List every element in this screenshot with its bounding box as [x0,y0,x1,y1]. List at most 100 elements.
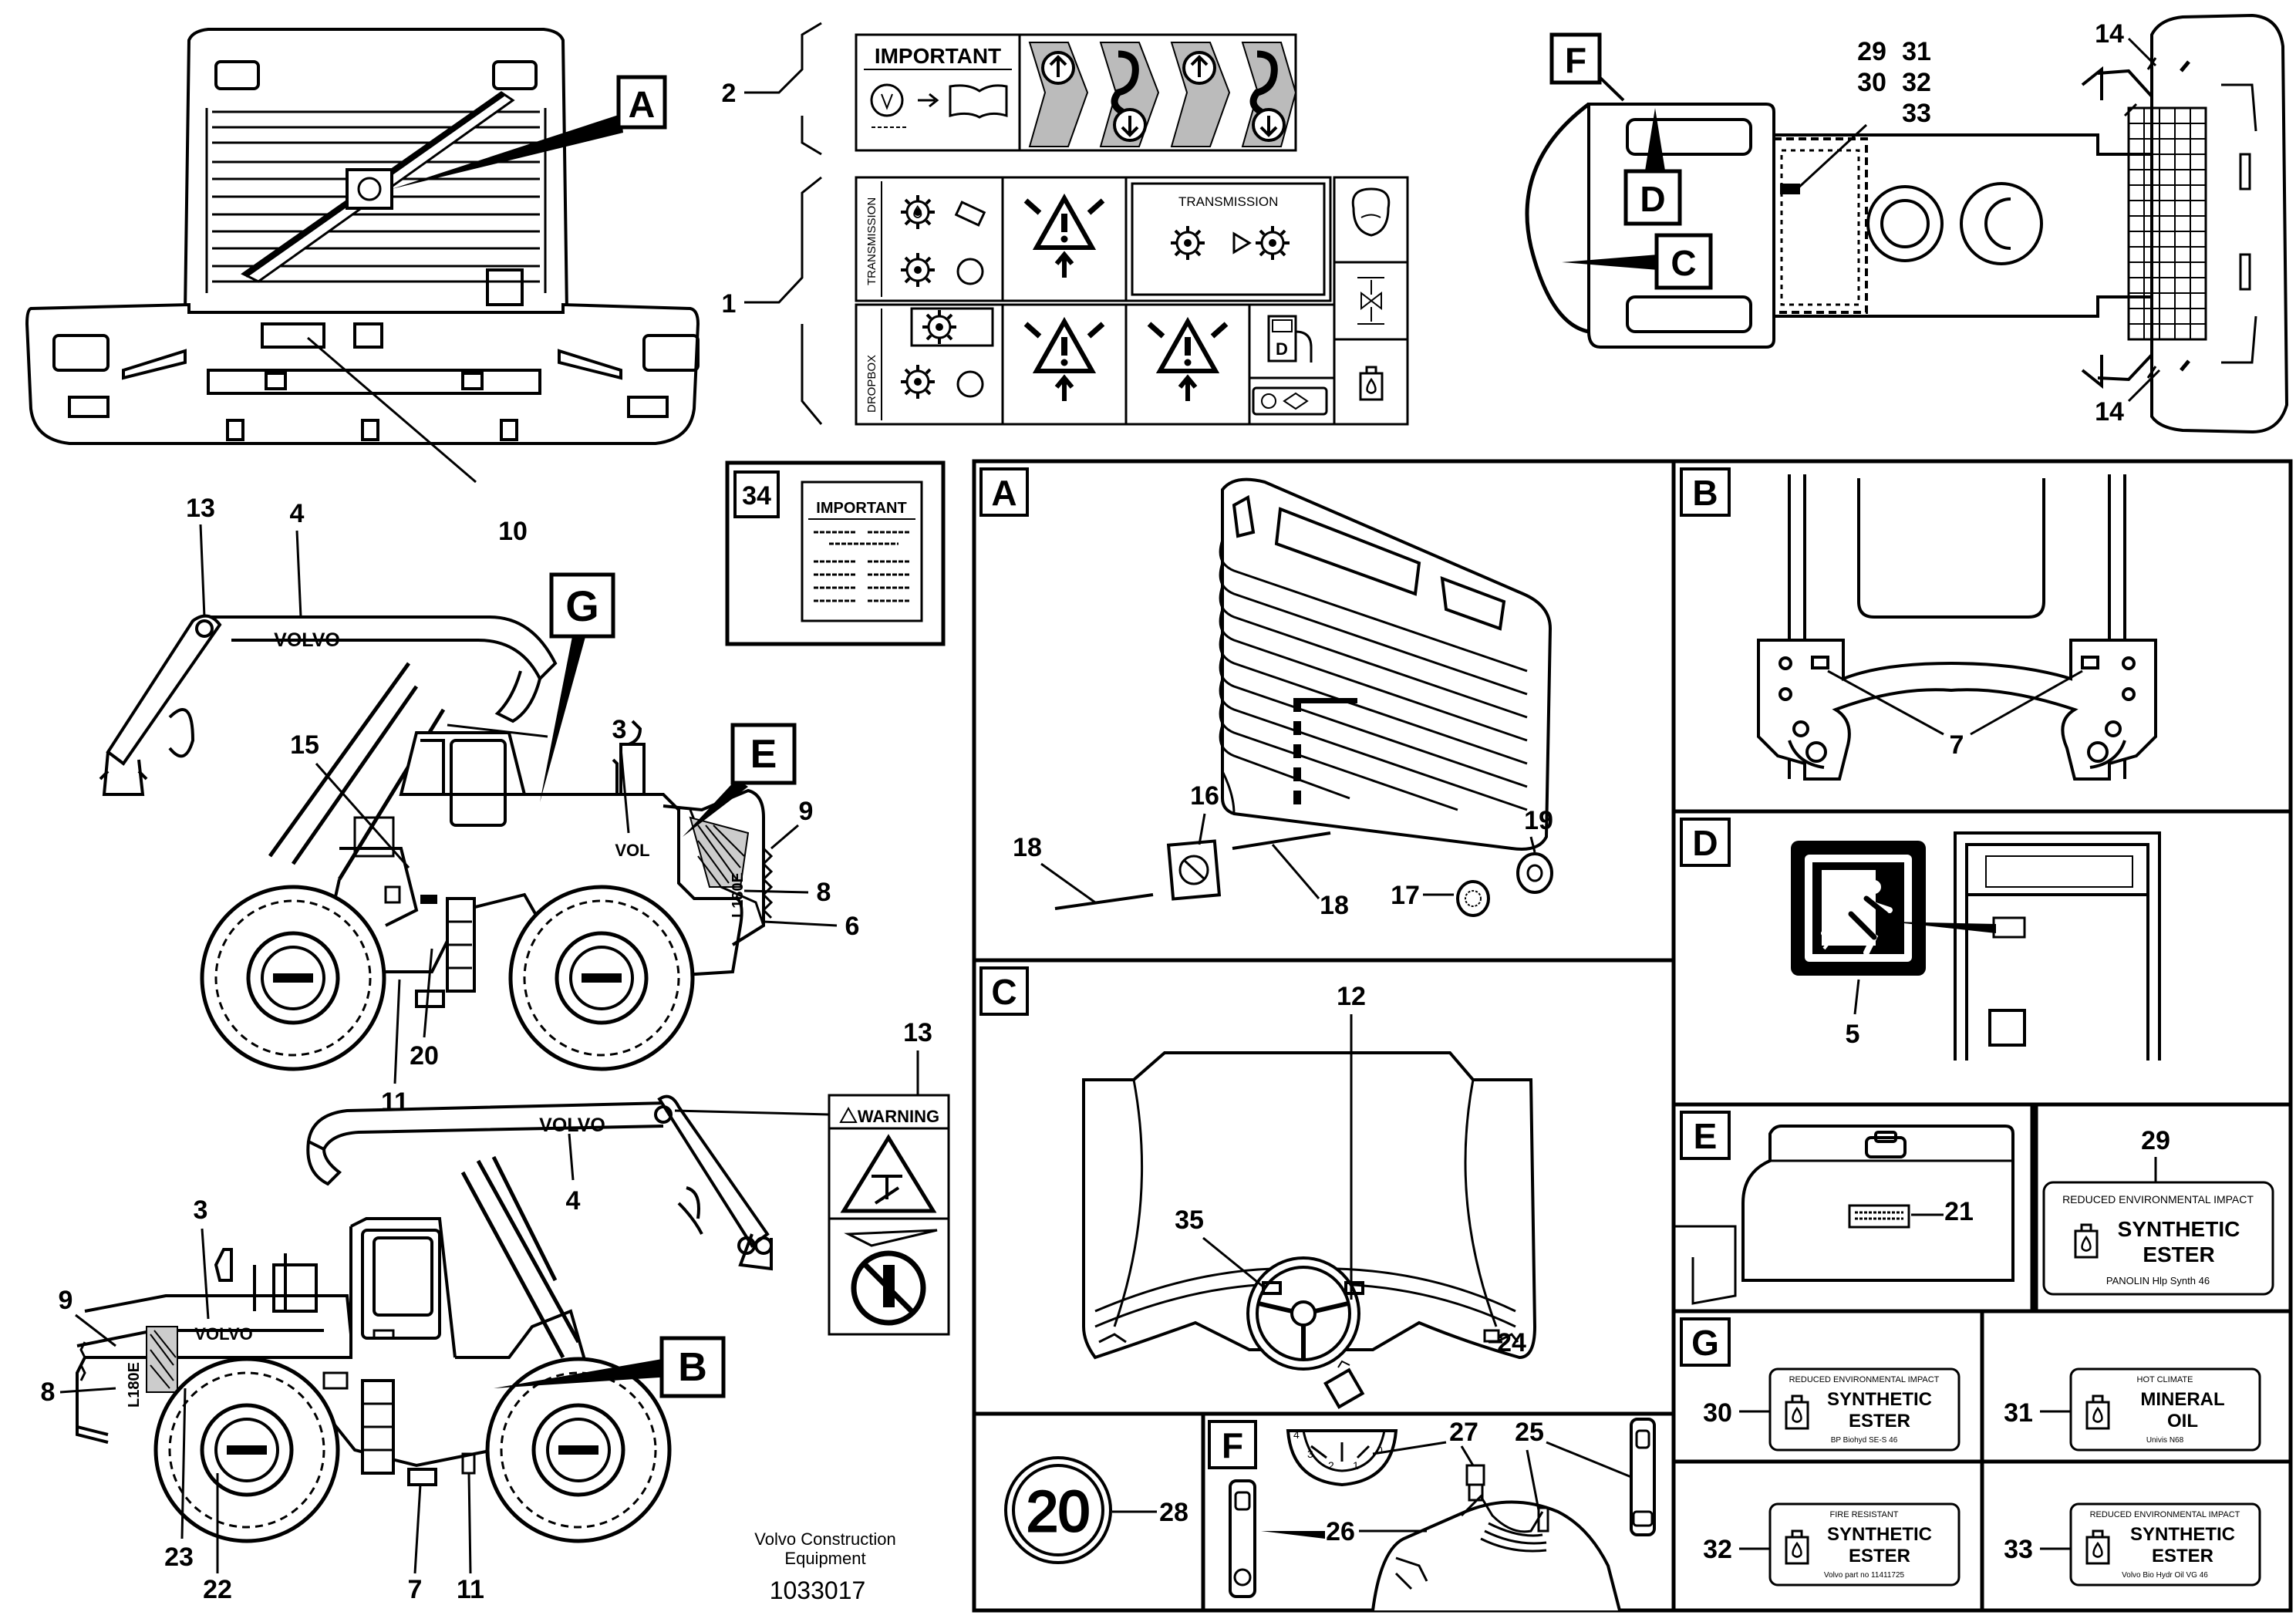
volvo-hood-text-upper: VOL [615,841,649,860]
rear-wheel-upper [511,887,693,1069]
svg-text:33: 33 [2004,1535,2033,1564]
svg-text:TRANSMISSION: TRANSMISSION [865,197,878,285]
svg-text:ESTER: ESTER [2152,1546,2213,1566]
svg-text:A: A [629,85,656,126]
warning-decal-13: WARNING [828,1094,950,1336]
svg-text:34: 34 [742,481,771,511]
svg-text:G: G [565,582,599,630]
svg-text:7: 7 [1950,730,1964,760]
callouts-lower-side: 13 4 3 9 8 23 22 7 11 [41,1018,932,1604]
svg-text:E: E [1694,1116,1718,1156]
svg-text:FIRE RESISTANT: FIRE RESISTANT [1829,1510,1898,1519]
decal-group-2: 2 IMPORTANT [722,22,1297,156]
svg-text:2: 2 [722,79,737,108]
decal-group-1: 1 TRANSMISSION DROPBOX TRANSMISSION [722,176,1409,426]
svg-text:30: 30 [1703,1398,1732,1428]
svg-text:REDUCED ENVIRONMENTAL IMPACT: REDUCED ENVIRONMENTAL IMPACT [2090,1510,2240,1519]
callout-14-bottom: 14 [2095,397,2124,427]
svg-text:16: 16 [1190,781,1219,811]
svg-text:30: 30 [1857,68,1886,97]
front-wheel-upper [202,887,384,1069]
svg-text:Volvo part no 11411725: Volvo part no 11411725 [1824,1571,1905,1580]
svg-text:REDUCED ENVIRONMENTAL IMPACT: REDUCED ENVIRONMENTAL IMPACT [1789,1375,1940,1384]
svg-text:6: 6 [845,912,860,941]
callout-E-side: E [683,723,797,837]
svg-text:0: 0 [1377,1444,1383,1456]
svg-text:15: 15 [290,730,319,760]
svg-text:33: 33 [1902,99,1931,128]
svg-text:SYNTHETIC: SYNTHETIC [1827,1524,1932,1545]
svg-text:25: 25 [1515,1418,1544,1447]
svg-text:1: 1 [1353,1459,1359,1472]
callout-D-top: D [1623,108,1682,226]
svg-text:11: 11 [457,1575,484,1604]
callouts-29-33-top: 29 31 30 32 33 [1795,37,1931,191]
svg-text:3: 3 [194,1195,208,1225]
svg-text:HOT CLIMATE: HOT CLIMATE [2137,1375,2193,1384]
svg-text:31: 31 [1902,37,1931,66]
svg-text:4: 4 [566,1186,581,1216]
svg-text:BP Biohyd SE-S 46: BP Biohyd SE-S 46 [1831,1436,1898,1445]
svg-text:3: 3 [612,715,627,744]
panel-E: E 21 [1674,1104,2038,1311]
transmission-text: TRANSMISSION [1178,194,1278,209]
document-number: 1033017 [770,1576,866,1604]
panel-C: C 12 35 24 [979,966,1537,1409]
svg-text:32: 32 [1703,1535,1732,1564]
svg-text:Volvo Bio Hydr Oil VG 46: Volvo Bio Hydr Oil VG 46 [2122,1571,2208,1580]
svg-text:22: 22 [203,1575,232,1604]
detail-panels-frame [972,459,2293,1613]
side-view-upper [99,614,774,1008]
panel-D: D 5 [1680,818,2161,1061]
svg-text:23: 23 [164,1543,194,1572]
callout-14-top: 14 [2095,19,2124,49]
speed-limit-text: 20 [1027,1479,1090,1543]
callouts-upper-side: 13 4 15 3 9 8 6 11 20 [186,494,859,1117]
svg-text:19: 19 [1524,806,1553,835]
svg-text:ESTER: ESTER [2143,1243,2214,1266]
company-name-line2: Equipment [784,1549,865,1568]
svg-text:SYNTHETIC: SYNTHETIC [1827,1389,1932,1410]
svg-text:27: 27 [1449,1418,1478,1447]
callout-B-side: B [494,1336,726,1398]
decal-30: 30 REDUCED ENVIRONMENTAL IMPACT SYNTHETI… [1703,1367,1961,1452]
svg-text:32: 32 [1902,68,1931,97]
lifting-hook-icons [1028,42,1297,147]
svg-text:IMPORTANT: IMPORTANT [816,500,906,517]
front-grille-view [25,28,700,484]
svg-text:4: 4 [290,499,305,528]
panel-A: A 16 18 18 17 19 [979,467,1553,920]
decal-29-reduced-environmental-impact: 29 REDUCED ENVIRONMENTAL IMPACT SYNTHETI… [2042,1126,2274,1296]
volvo-boom-text-upper: VOLVO [274,629,340,651]
svg-text:20: 20 [410,1041,439,1071]
svg-text:4: 4 [1293,1428,1300,1441]
panel-B: B 7 [1680,467,2157,781]
document-footer: Volvo Construction Equipment 1033017 [754,1529,895,1604]
svg-text:21: 21 [1944,1197,1974,1226]
svg-text:D: D [1640,179,1665,219]
svg-text:26: 26 [1326,1517,1355,1546]
svg-text:D: D [1692,823,1718,863]
svg-text:1: 1 [722,289,737,319]
side-view-lower [76,1094,773,1486]
top-view-machine [1525,13,2289,434]
company-name-line1: Volvo Construction [754,1529,895,1549]
svg-text:D: D [1276,339,1288,359]
svg-text:ESTER: ESTER [1849,1411,1910,1431]
svg-text:29: 29 [1857,37,1886,66]
svg-text:C: C [991,972,1017,1012]
svg-text:35: 35 [1175,1206,1204,1235]
svg-text:C: C [1671,243,1696,283]
svg-text:5: 5 [1846,1020,1860,1049]
svg-text:8: 8 [41,1378,56,1407]
volvo-boom-text-lower: VOLVO [539,1114,605,1136]
svg-text:31: 31 [2004,1398,2033,1428]
svg-text:E: E [750,732,777,777]
svg-text:9: 9 [799,797,814,826]
decal-34: 34 IMPORTANT [725,460,946,646]
svg-text:7: 7 [408,1575,423,1604]
important-text: IMPORTANT [875,44,1001,68]
svg-text:OIL: OIL [2167,1411,2198,1431]
svg-text:MINERAL: MINERAL [2140,1389,2224,1410]
